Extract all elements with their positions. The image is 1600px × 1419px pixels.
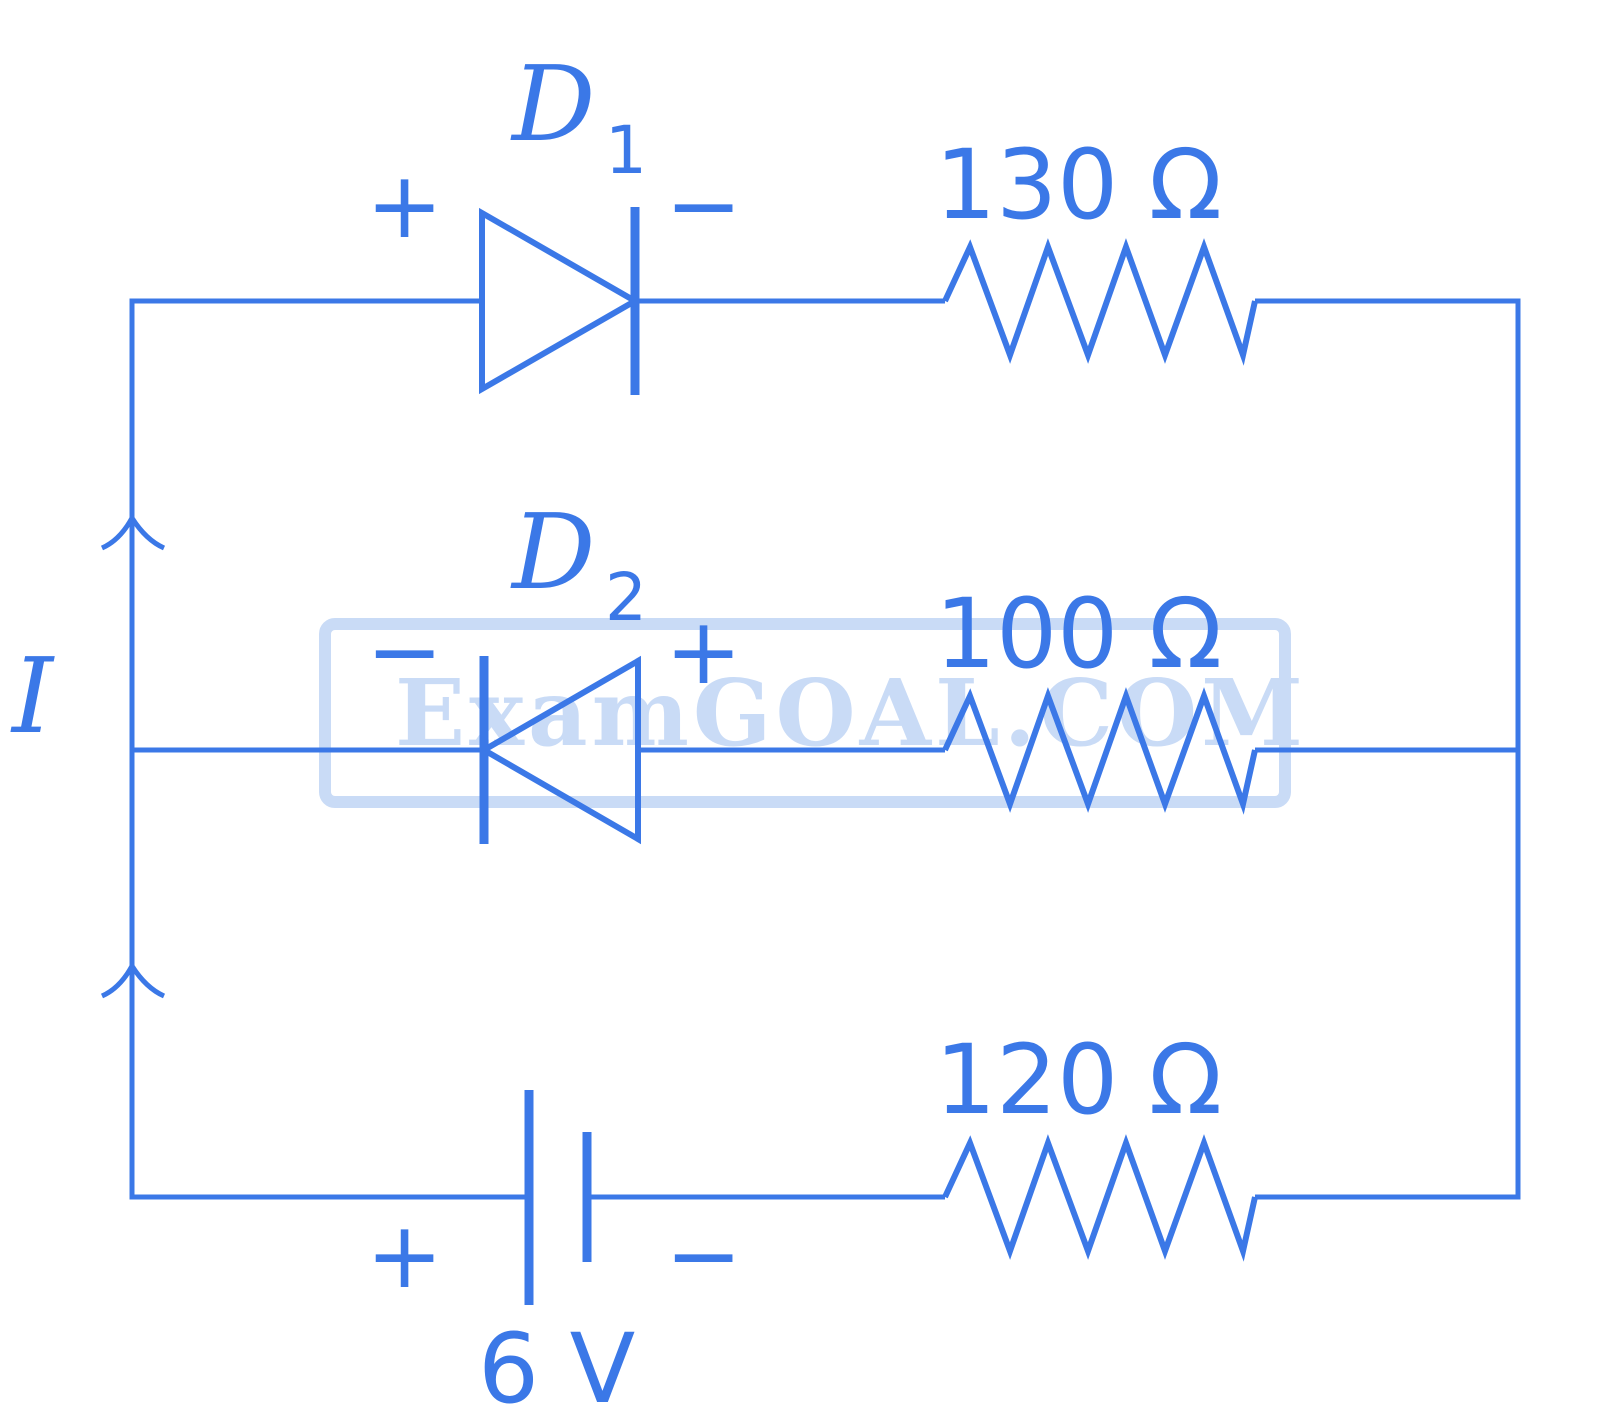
diode-d1-name: D bbox=[510, 43, 595, 165]
battery-minus: − bbox=[665, 1202, 742, 1309]
diode-d1-plus: + bbox=[366, 152, 443, 259]
diode-d2-name: D bbox=[510, 491, 595, 613]
resistor-130-label: 130 Ω bbox=[935, 129, 1222, 241]
arrow-up-lower bbox=[100, 961, 166, 999]
diode-d1-triangle bbox=[479, 207, 642, 395]
current-label: I bbox=[10, 635, 55, 757]
diode-d1 bbox=[479, 207, 642, 395]
resistor-100-label: 100 Ω bbox=[935, 578, 1222, 690]
watermark-frame bbox=[319, 618, 1291, 808]
current-arrows bbox=[100, 513, 166, 999]
diode-d1-minus: − bbox=[665, 152, 742, 259]
diode-d2-plus: + bbox=[665, 598, 742, 705]
battery-plus: + bbox=[366, 1202, 443, 1309]
diode-d2-triangle bbox=[478, 655, 641, 845]
resistor-130-zigzag bbox=[942, 238, 1258, 366]
battery bbox=[524, 1090, 592, 1305]
resistor-120-label: 120 Ω bbox=[935, 1024, 1222, 1136]
wires bbox=[129, 298, 1521, 1200]
diode-d2-subscript: 2 bbox=[605, 559, 647, 636]
diode-d2-minus: − bbox=[366, 598, 443, 705]
arrow-up-upper bbox=[100, 513, 166, 551]
diode-d2 bbox=[478, 655, 641, 845]
resistor-100-zigzag bbox=[942, 687, 1258, 815]
diode-d1-subscript: 1 bbox=[605, 112, 647, 189]
battery-voltage-label: 6 V bbox=[478, 1313, 635, 1419]
resistor-120-zigzag bbox=[942, 1134, 1258, 1262]
